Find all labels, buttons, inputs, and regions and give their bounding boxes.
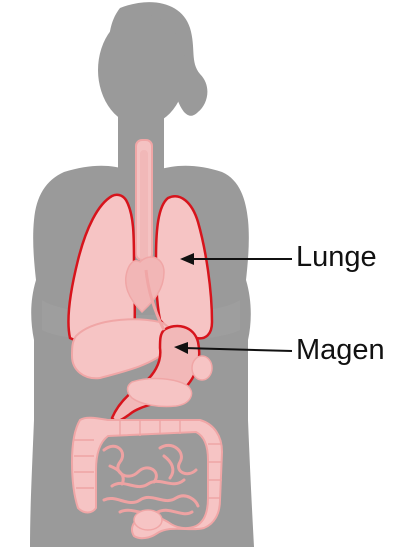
label-magen: Magen — [296, 336, 385, 365]
bladder — [134, 510, 162, 530]
spleen — [192, 356, 212, 380]
label-lunge: Lunge — [296, 243, 377, 272]
trachea — [136, 140, 152, 270]
